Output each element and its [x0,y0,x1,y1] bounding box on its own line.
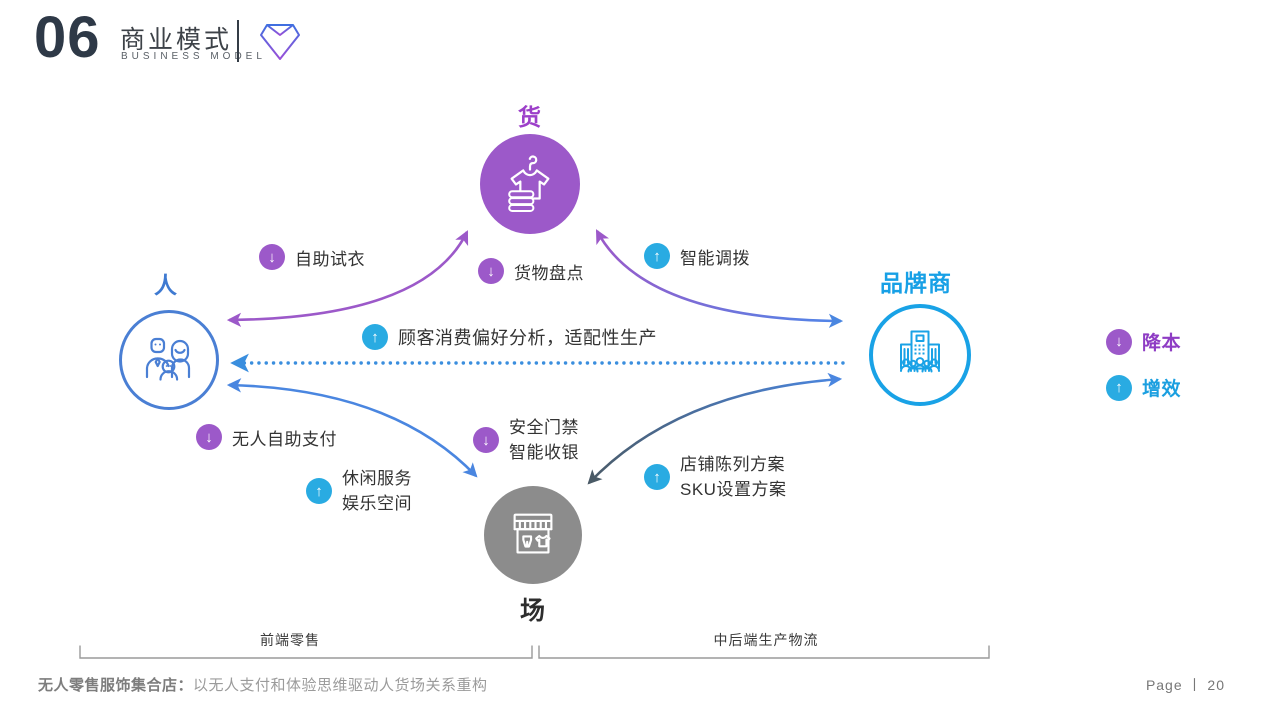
legend-cost-down: ↓ 降本 [1106,328,1181,355]
company-building-icon [900,330,940,373]
page-number: Page 丨 20 [1145,677,1225,693]
down-arrow-icon: ↓ [1106,328,1132,355]
storefront-icon [513,513,553,554]
tag-label: 智能调拨 [680,248,750,268]
tag-security: ↓ 安全门禁 智能收银 [473,415,579,465]
down-arrow-icon: ↓ [478,258,504,284]
footer-caption: 无人零售服饰集合店：以无人支付和体验思维驱动人货场关系重构 [38,674,488,695]
node-label-people: 人 [154,272,178,298]
tag-label: 智能收银 [509,443,579,462]
down-arrow-icon: ↓ [259,244,285,270]
node-brand [869,304,971,406]
legend-efficiency-up: ↑ 增效 [1106,374,1181,401]
tag-label: 无人自助支付 [232,429,337,449]
tag-display-plan: ↑ 店铺陈列方案 SKU设置方案 [644,452,786,502]
legend-label: 降本 [1142,333,1182,354]
tag-preference-analysis: ↑ 顾客消费偏好分析，适配性生产 [362,324,657,350]
footer-caption-rest: 以无人支付和体验思维驱动人货场关系重构 [193,677,488,694]
node-label-brand: 品牌商 [880,270,952,296]
node-people [119,310,219,410]
tag-label: SKU设置方案 [680,480,787,499]
tag-label: 安全门禁 [509,418,579,437]
up-arrow-icon: ↑ [644,243,670,269]
node-label-goods: 货 [518,104,542,130]
up-arrow-icon: ↑ [306,478,332,504]
tag-label: 休闲服务 [342,469,412,488]
tag-inventory: ↓ 货物盘点 [478,258,584,284]
down-arrow-icon: ↓ [473,427,499,453]
bracket-label-front-retail: 前端零售 [260,632,320,648]
family-icon [145,337,191,381]
node-goods [480,134,580,234]
tag-smart-allocation: ↑ 智能调拨 [644,243,750,269]
up-arrow-icon: ↑ [644,464,670,490]
down-arrow-icon: ↓ [196,424,222,450]
header-divider [237,20,239,62]
tag-self-payment: ↓ 无人自助支付 [196,424,337,450]
up-arrow-icon: ↑ [1106,374,1132,401]
legend-label: 增效 [1142,379,1182,400]
page-subtitle: BUSINESS MODEL [121,51,266,62]
gem-icon [258,22,302,62]
tag-leisure: ↑ 休闲服务 娱乐空间 [306,466,412,516]
tag-label: 顾客消费偏好分析，适配性生产 [398,328,657,348]
tag-label: 店铺陈列方案 [680,455,785,474]
tag-label: 自助试衣 [295,249,365,269]
tag-label: 娱乐空间 [342,494,412,513]
tag-label: 货物盘点 [514,263,584,283]
node-label-place: 场 [519,597,546,625]
tag-self-fitting: ↓ 自助试衣 [259,244,365,270]
tshirt-hanger-icon [508,155,550,212]
section-number: 06 [34,5,101,70]
bracket-label-back-logistics: 中后端生产物流 [713,632,819,648]
up-arrow-icon: ↑ [362,324,388,350]
footer-caption-bold: 无人零售服饰集合店： [38,677,194,694]
node-place [484,486,582,584]
page-title: 商业模式 [120,26,233,54]
